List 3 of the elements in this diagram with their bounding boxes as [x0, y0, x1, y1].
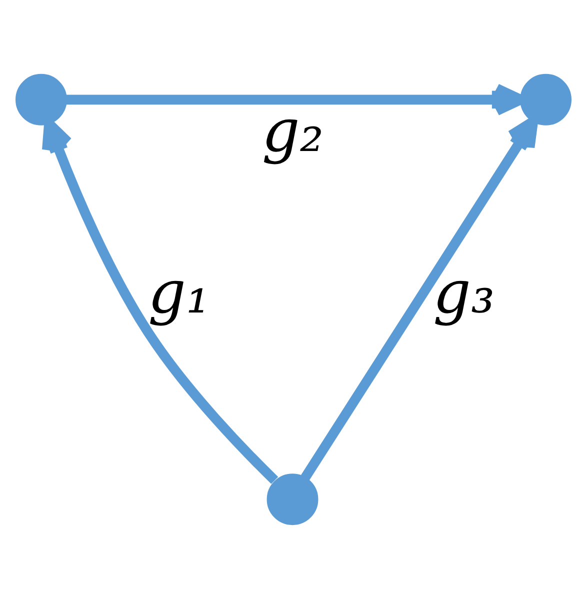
edge-label: g₂: [262, 96, 324, 165]
edge-label: g₃: [433, 256, 495, 326]
edge-label: g₁: [148, 256, 210, 326]
